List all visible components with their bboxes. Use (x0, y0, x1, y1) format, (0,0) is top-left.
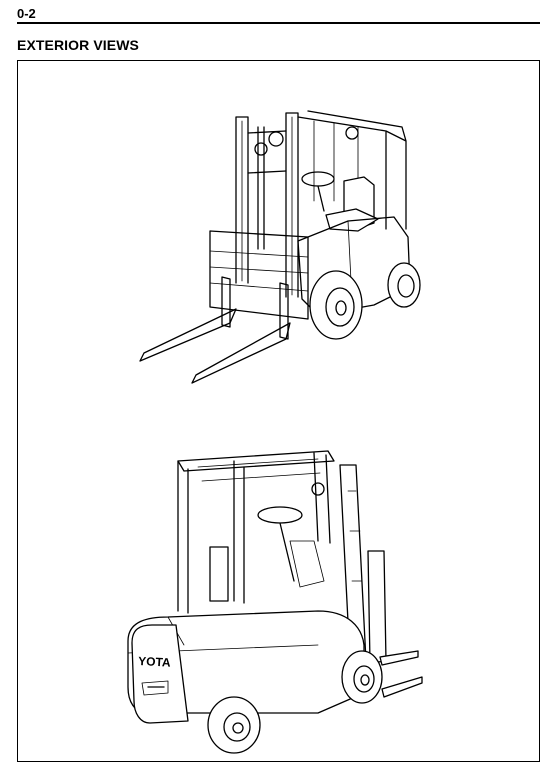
brand-lettering: YOTA (138, 654, 171, 670)
forklift-rear-view-illustration: YOTA (127, 450, 423, 754)
section-title: EXTERIOR VIEWS (17, 37, 139, 53)
forklift-front-view-illustration (139, 110, 421, 384)
page-number: 0-2 (17, 6, 36, 21)
header-rule (17, 22, 540, 24)
figure-frame: YOTA (17, 60, 540, 762)
